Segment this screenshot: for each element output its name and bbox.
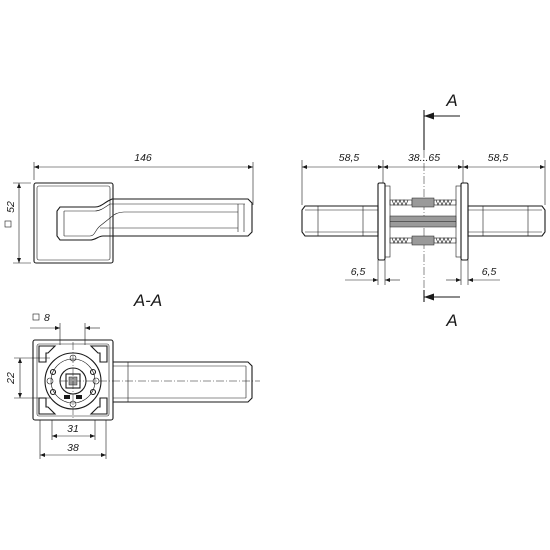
section-lever-handle xyxy=(113,361,253,403)
screws xyxy=(389,197,457,246)
section-title: A-A xyxy=(133,291,162,310)
section-marker-bottom: A xyxy=(445,311,457,330)
section-rose-outer xyxy=(32,339,114,421)
section-view: A-A 8 22 xyxy=(5,291,260,459)
right-rose-thickness: 6,5 xyxy=(482,266,497,278)
right-handle-bar xyxy=(467,205,546,237)
left-rose-thickness: 6,5 xyxy=(351,266,366,278)
length-dimension: 146 xyxy=(134,152,152,164)
square-spindle-dimension: 8 xyxy=(44,312,50,324)
outer-width-dimension: 38 xyxy=(67,442,79,454)
corner-clips xyxy=(38,345,108,415)
left-rose xyxy=(377,182,386,261)
inner-width-dimension: 31 xyxy=(67,423,79,435)
left-spindle-dimension: 58,5 xyxy=(339,152,360,164)
door-range-dimension: 38...65 xyxy=(408,152,440,164)
left-handle-bar xyxy=(301,205,379,237)
height-offset-dimension: 22 xyxy=(5,372,17,385)
front-view: 146 52 xyxy=(4,152,254,264)
lever-handle xyxy=(56,198,253,241)
side-view: A 58,5 38...65 58,5 xyxy=(301,91,546,330)
right-spindle-dimension: 58,5 xyxy=(488,152,509,164)
section-marker-top: A xyxy=(445,91,457,110)
square-rose-inner xyxy=(36,185,111,261)
square-rose-outer xyxy=(33,182,114,264)
right-rose xyxy=(460,182,469,261)
rose-size-dimension: 52 xyxy=(5,201,17,213)
